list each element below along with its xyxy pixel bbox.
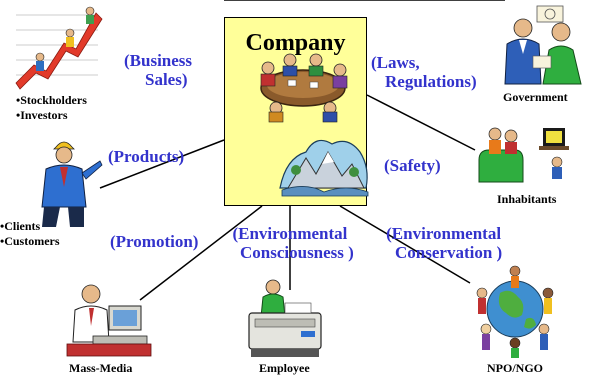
stakeholder-government: Government xyxy=(503,90,568,104)
stakeholder-inhabitants: Inhabitants xyxy=(497,192,557,206)
relation-env-consciousness-line1: (Environmental xyxy=(232,224,348,243)
clients-clipart xyxy=(41,141,103,227)
relation-laws-line2: Regulations) xyxy=(385,72,477,91)
meeting-table-clipart xyxy=(260,53,348,123)
relation-env-conservation-line1: (Environmental xyxy=(386,224,502,243)
employee-clipart xyxy=(248,279,322,357)
stock-chart-clipart xyxy=(10,5,103,90)
relation-environmental-consciousness: (Environmental Consciousness ) xyxy=(226,224,354,262)
relation-laws-regulations: (Laws, Regulations) xyxy=(371,53,477,91)
npo-ngo-clipart xyxy=(476,265,554,358)
relation-business-sales: (Business Sales) xyxy=(124,51,192,89)
relation-business-sales-line1: (Business xyxy=(124,51,193,70)
relation-business-sales-line2: Sales) xyxy=(145,70,188,89)
stakeholder-employee: Employee xyxy=(259,361,310,375)
inhabitants-clipart xyxy=(478,127,569,183)
relation-products: (Products) xyxy=(108,147,185,166)
relation-safety: (Safety) xyxy=(384,156,441,175)
company-title: Company xyxy=(245,30,346,56)
stakeholder-investors-line2: •Investors xyxy=(16,108,68,122)
stakeholder-stockholders: •Stockholders •Investors xyxy=(16,93,87,123)
relation-environmental-conservation: (Environmental Conservation ) xyxy=(385,224,502,262)
relation-laws-line1: (Laws, xyxy=(371,53,420,72)
stakeholder-mass-media: Mass-Media xyxy=(69,361,133,375)
stakeholder-customers-line2: •Customers xyxy=(0,234,60,248)
stakeholder-stockholders-line1: •Stockholders xyxy=(16,93,87,107)
mountain-clipart xyxy=(279,139,369,197)
stakeholder-npo-ngo: NPO/NGO xyxy=(487,361,543,375)
stakeholder-clients: •Clients •Customers xyxy=(0,219,60,249)
relation-env-consciousness-line2: Consciousness ) xyxy=(240,243,354,262)
stakeholder-clients-line1: •Clients xyxy=(0,219,41,233)
relation-promotion: (Promotion) xyxy=(110,232,199,251)
relation-env-conservation-line2: Conservation ) xyxy=(395,243,503,262)
government-clipart xyxy=(504,5,582,85)
mass-media-clipart xyxy=(66,284,152,357)
